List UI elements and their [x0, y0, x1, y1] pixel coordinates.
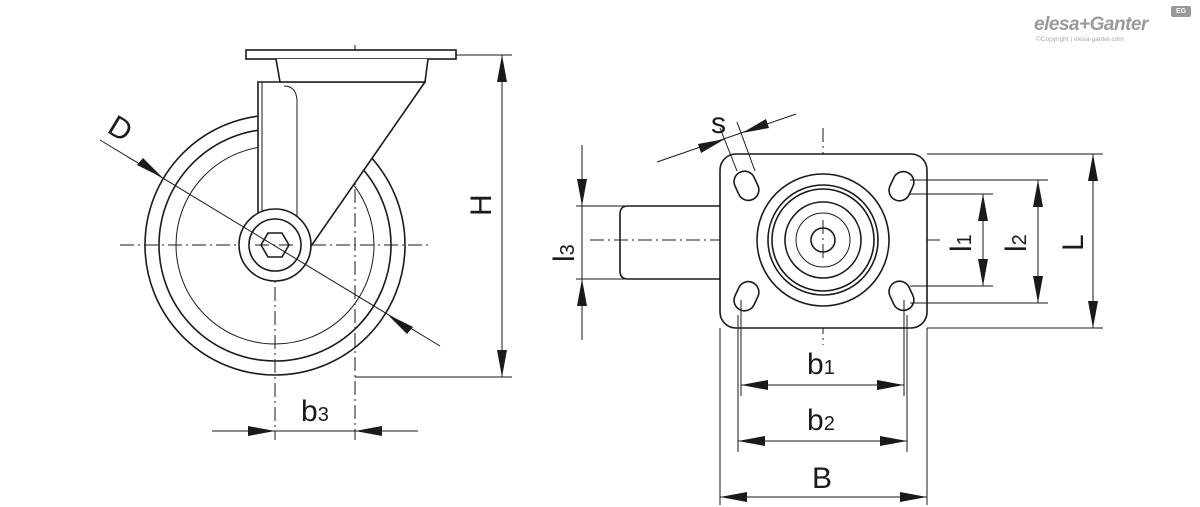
label-l1-sub: 1 [954, 234, 976, 245]
label-l2-sub: 2 [1009, 234, 1031, 245]
bearing-ring-1 [767, 184, 879, 296]
elesa-ganter-logo: elesa+Ganter EG ©Copyright | elesa-gante… [1030, 6, 1195, 46]
label-b2: b2 [807, 404, 835, 437]
height-arrow-bottom [497, 350, 507, 377]
label-b1-main: b [807, 348, 824, 381]
label-B: B [812, 462, 832, 495]
diameter-arrow-bottom [387, 314, 413, 334]
mounting-slot-bottom-right [888, 280, 915, 312]
label-s: s [711, 107, 726, 140]
l2-arrow-bottom [1033, 276, 1043, 303]
label-l2: l2 [1000, 234, 1033, 252]
label-b3: b3 [301, 395, 329, 428]
slot-width-extension-2 [736, 121, 756, 172]
logo-brand: elesa+Ganter [1034, 14, 1148, 35]
label-b1-sub: 1 [824, 357, 835, 379]
fork-leg-contour [283, 85, 298, 250]
mounting-plate [719, 153, 928, 329]
L-arrow-top [1088, 154, 1098, 181]
label-l2-main: l [1000, 245, 1033, 252]
B-arrow-right [900, 492, 927, 502]
b2-arrow-right [880, 436, 907, 446]
slot-width-dimension-line [656, 113, 797, 163]
mounting-slot-top-right [888, 170, 915, 202]
l1-arrow-bottom [978, 259, 988, 286]
slot-width-arrow-left [698, 139, 725, 153]
label-b1: b1 [807, 348, 835, 381]
label-b3-main: b [301, 395, 318, 428]
b2-arrow-left [738, 436, 765, 446]
label-l3-sub: 3 [557, 244, 579, 255]
height-arrow-top [497, 55, 507, 82]
label-b3-sub: 3 [318, 404, 329, 426]
L-arrow-bottom [1088, 301, 1098, 328]
bearing-outer [756, 173, 890, 307]
l3-arrow-bottom [577, 279, 587, 306]
swivel-housing-side [275, 58, 429, 83]
mounting-slot-top-left [733, 170, 760, 202]
bearing-ring-2 [771, 188, 875, 292]
label-l1: l1 [945, 234, 978, 252]
slot-width-extension-1 [719, 127, 738, 172]
l1-arrow-top [978, 194, 988, 221]
diameter-arrow-top [137, 158, 163, 178]
l3-arrow-top [577, 179, 587, 206]
bearing-inner-race [795, 212, 851, 268]
b3-arrow-right [355, 426, 382, 436]
hub-boss-inner [248, 218, 302, 272]
label-L: L [1057, 234, 1090, 251]
b3-arrow-left [248, 426, 275, 436]
top-plate-side [245, 49, 457, 60]
label-H: H [465, 194, 498, 216]
fork-stem-top [619, 205, 720, 280]
bearing-race [784, 201, 862, 279]
logo-copyright: ©Copyright | elesa-ganter.com [1036, 36, 1124, 43]
B-arrow-left [720, 492, 747, 502]
b1-arrow-left [741, 380, 768, 390]
slot-width-arrow-right [742, 119, 769, 133]
label-l1-main: l [945, 245, 978, 252]
label-D: D [102, 109, 138, 148]
l2-arrow-top [1033, 180, 1043, 207]
b1-arrow-right [877, 380, 904, 390]
label-l3: l3 [548, 244, 581, 262]
label-b2-sub: 2 [824, 413, 835, 435]
label-b2-main: b [807, 404, 824, 437]
mounting-slot-bottom-left [733, 280, 760, 312]
side-view: D H b3 [99, 45, 512, 440]
top-view: s l3 l1 l2 L b1 [548, 107, 1103, 505]
logo-badge: EG [1171, 6, 1191, 17]
label-l3-main: l [548, 255, 581, 262]
